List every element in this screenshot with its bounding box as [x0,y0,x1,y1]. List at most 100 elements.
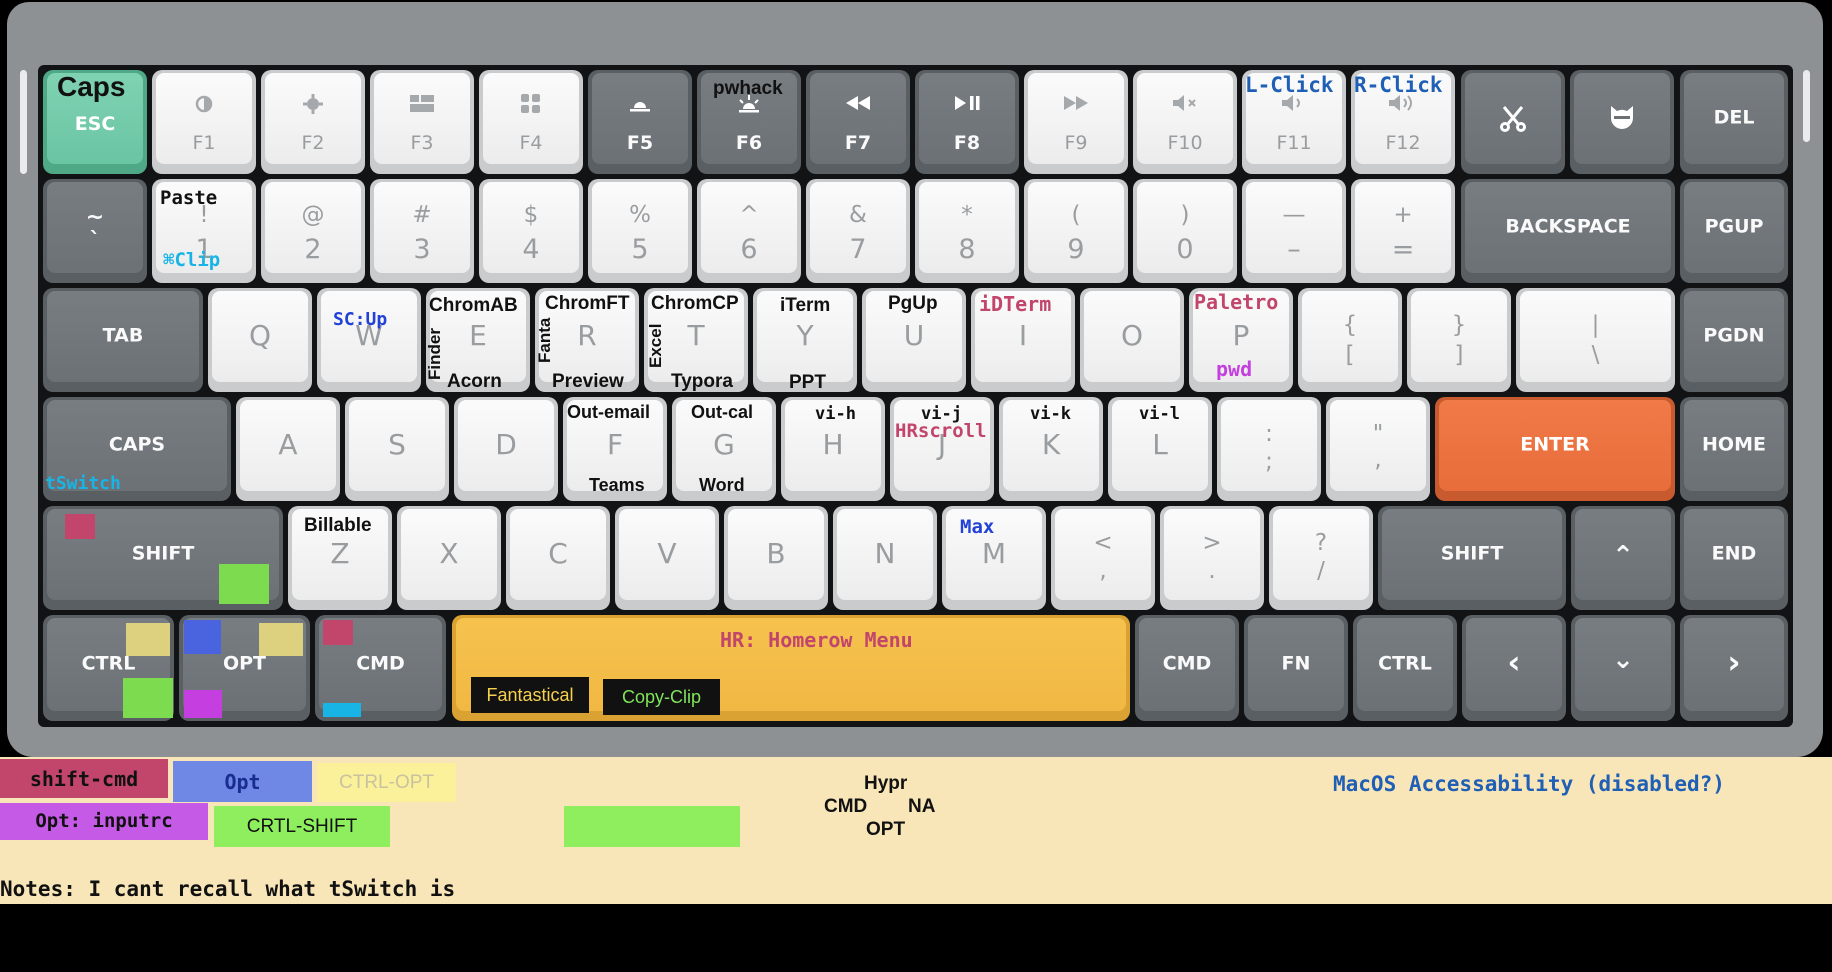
key-s[interactable]: S [345,397,449,501]
key-label: M [981,537,1007,570]
key-fn[interactable]: FN [1244,615,1348,721]
play-pause-icon [955,96,980,110]
key-label: CTRL [81,652,136,675]
key-o[interactable]: O [1080,288,1184,392]
key-7[interactable]: & 7 [806,179,910,283]
brightness-up-icon [303,94,323,114]
key-f3[interactable]: F3 [370,70,474,174]
key-right-shift[interactable]: SHIFT [1378,506,1566,610]
m-overlay-max: Max [960,516,995,538]
key-home[interactable]: HOME [1680,397,1788,501]
key-z[interactable]: Z [288,506,392,610]
key-1[interactable]: ! 1 [152,179,256,283]
key-label: ` [89,229,101,254]
key-caps[interactable]: CAPS [43,397,231,501]
key-label: F1 [192,132,216,154]
u-overlay-pgup: PgUp [888,293,938,314]
key-a[interactable]: A [236,397,340,501]
brightness-down-icon [195,95,213,113]
key-f10[interactable]: F10 [1133,70,1237,174]
key-backslash[interactable]: | \ [1516,288,1675,392]
key-right-arrow[interactable]: › [1680,615,1788,721]
key-0[interactable]: ) 0 [1133,179,1237,283]
volume-up-icon [1389,95,1412,111]
key-period[interactable]: > . [1160,506,1264,610]
key-e[interactable]: E [426,288,530,392]
key-r[interactable]: R [535,288,639,392]
legend-ctrl-opt: CTRL-OPT [317,763,456,802]
ctrl-opt-marker [126,623,170,656]
key-lock[interactable] [1570,70,1674,174]
key-8[interactable]: * 8 [915,179,1019,283]
key-label: J [937,428,947,461]
key-b[interactable]: B [724,506,828,610]
key-l[interactable]: L [1108,397,1212,501]
key-label: S [388,428,406,461]
key-5[interactable]: % 5 [588,179,692,283]
key-f4[interactable]: F4 [479,70,583,174]
key-pgdn[interactable]: PGDN [1680,288,1788,392]
key-up[interactable]: ⌃ [1571,506,1675,610]
key-v[interactable]: V [615,506,719,610]
key-comma[interactable]: < , [1051,506,1155,610]
key-tab[interactable]: TAB [43,288,203,392]
key-label: CMD [356,652,405,675]
copy-clip-label: Copy-Clip [603,679,720,715]
key-slash[interactable]: ? / [1269,506,1373,610]
key-i[interactable]: I [971,288,1075,392]
key-pgup[interactable]: PGUP [1680,179,1788,283]
key-t[interactable]: T [644,288,748,392]
key-end[interactable]: END [1680,506,1788,610]
key-j[interactable]: J [890,397,994,501]
key-label: TAB [102,324,144,347]
key-f12[interactable]: F12 [1351,70,1455,174]
key-3[interactable]: # 3 [370,179,474,283]
key-equal[interactable]: + = [1351,179,1455,283]
key-6[interactable]: ^ 6 [697,179,801,283]
key-y[interactable]: Y [753,288,857,392]
key-n[interactable]: N [833,506,937,610]
key-right-cmd[interactable]: CMD [1135,615,1239,721]
key-d[interactable]: D [454,397,558,501]
key-m[interactable]: M [942,506,1046,610]
key-f9[interactable]: F9 [1024,70,1128,174]
right-scroll-handle[interactable] [1803,70,1810,142]
key-h[interactable]: H [781,397,885,501]
key-esc[interactable]: ESC [43,70,147,174]
key-down-arrow[interactable]: ⌄ [1571,615,1675,721]
key-f2[interactable]: F2 [261,70,365,174]
key-del[interactable]: DEL [1680,70,1788,174]
key-f8[interactable]: F8 [915,70,1019,174]
key-f11[interactable]: F11 [1242,70,1346,174]
key-4[interactable]: $ 4 [479,179,583,283]
key-quote[interactable]: " , [1326,397,1430,501]
key-g[interactable]: G [672,397,776,501]
key-q[interactable]: Q [208,288,312,392]
key-f6[interactable]: F6 [697,70,801,174]
key-f5[interactable]: F5 [588,70,692,174]
left-scroll-handle[interactable] [20,70,27,174]
key-right-ctrl[interactable]: CTRL [1353,615,1457,721]
key-rbracket[interactable]: } ] [1407,288,1511,392]
key-9[interactable]: ( 9 [1024,179,1128,283]
key-minus[interactable]: — – [1242,179,1346,283]
key-u[interactable]: U [862,288,966,392]
e-overlay-finder: Finder [425,328,444,380]
key-k[interactable]: K [999,397,1103,501]
key-f1[interactable]: F1 [152,70,256,174]
key-backspace[interactable]: BACKSPACE [1461,179,1675,283]
key-f[interactable]: F [563,397,667,501]
key-enter[interactable]: ENTER [1435,397,1675,501]
key-semicolon[interactable]: : ; [1217,397,1321,501]
key-2[interactable]: @ 2 [261,179,365,283]
key-backtick[interactable]: ~ ` [43,179,147,283]
key-c[interactable]: C [506,506,610,610]
key-f7[interactable]: F7 [806,70,910,174]
key-screenshot[interactable] [1461,70,1565,174]
key-left-arrow[interactable]: ‹ [1462,615,1566,721]
key-w[interactable]: W [317,288,421,392]
key-p[interactable]: P [1189,288,1293,392]
key-label: SHIFT [1440,542,1504,565]
key-lbracket[interactable]: { [ [1298,288,1402,392]
key-x[interactable]: X [397,506,501,610]
